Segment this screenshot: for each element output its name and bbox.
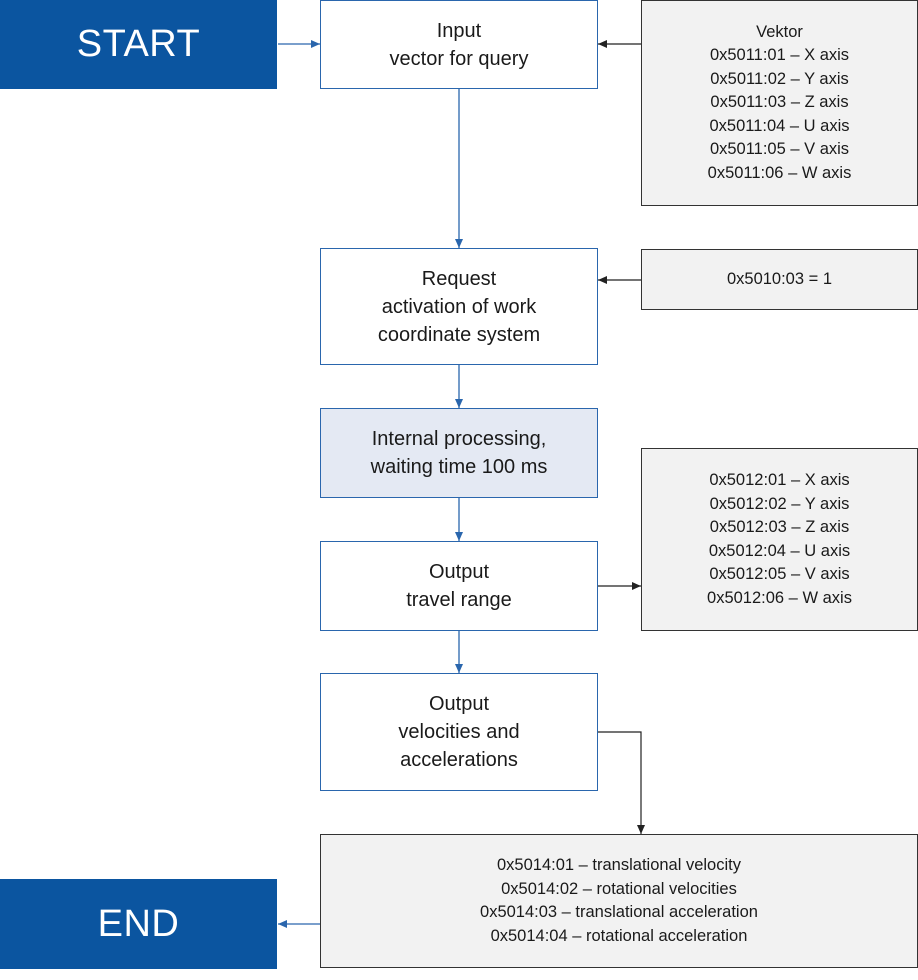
step-text-line: Output [428, 693, 490, 715]
info-text-line: 0x5010:03 = 1 [726, 269, 833, 288]
info-text-line: 0x5012:01 – X axis [709, 471, 850, 489]
info-travel-range-objects: 0x5012:01 – X axis 0x5012:02 – Y axis 0x… [641, 448, 918, 631]
end-label: END [97, 902, 180, 945]
step-request-activation: Request activation of work coordinate sy… [320, 248, 598, 365]
step-text-line: travel range [406, 589, 512, 611]
step-text-line: waiting time 100 ms [370, 456, 548, 478]
info-text-line: 0x5014:04 – rotational acceleration [490, 926, 748, 945]
info-text-line: 0x5011:06 – W axis [707, 163, 852, 182]
start-label: START [76, 23, 201, 65]
info-text-line: Vektor [756, 22, 803, 41]
step-text-line: Output [428, 561, 490, 583]
info-text-line: 0x5012:03 – Z axis [709, 518, 850, 536]
start-terminal: START [0, 0, 277, 89]
info-text-line: 0x5012:05 – V axis [709, 565, 850, 583]
step-output-travel-range: Output travel range [320, 541, 598, 631]
step-text-line: Input [436, 19, 482, 42]
step-text-line: Request [421, 267, 497, 290]
step-text-line: accelerations [400, 749, 518, 771]
step-internal-processing: Internal processing, waiting time 100 ms [320, 408, 598, 498]
info-input-vector-objects: Vektor 0x5011:01 – X axis 0x5011:02 – Y … [641, 0, 918, 206]
info-text-line: 0x5014:01 – translational velocity [497, 856, 741, 874]
info-text-line: 0x5014:02 – rotational velocities [501, 879, 737, 898]
step-text-line: velocities and [398, 721, 520, 743]
step-input-vector: Input vector for query [320, 0, 598, 89]
step-text-line: vector for query [389, 47, 529, 70]
info-text-line: 0x5011:01 – X axis [709, 46, 850, 65]
info-velocity-acceleration-objects: 0x5014:01 – translational velocity 0x501… [320, 834, 918, 968]
info-text-line: 0x5012:02 – Y axis [709, 494, 850, 513]
info-text-line: 0x5012:06 – W axis [707, 588, 852, 607]
arrow-velocities-to-info [598, 731, 645, 834]
step-text-line: Internal processing, [371, 428, 547, 450]
info-text-line: 0x5011:05 – V axis [709, 140, 850, 159]
step-output-velocities: Output velocities and accelerations [320, 673, 598, 791]
info-text-line: 0x5011:02 – Y axis [710, 69, 849, 88]
end-terminal: END [0, 879, 277, 969]
step-text-line: activation of work [381, 295, 537, 318]
info-text-line: 0x5012:04 – U axis [708, 541, 851, 560]
info-text-line: 0x5014:03 – translational acceleration [480, 903, 758, 921]
step-text-line: coordinate system [377, 323, 541, 346]
info-text-line: 0x5011:03 – Z axis [710, 93, 849, 112]
info-text-line: 0x5011:04 – U axis [709, 116, 850, 135]
info-activation-object: 0x5010:03 = 1 [641, 249, 918, 310]
